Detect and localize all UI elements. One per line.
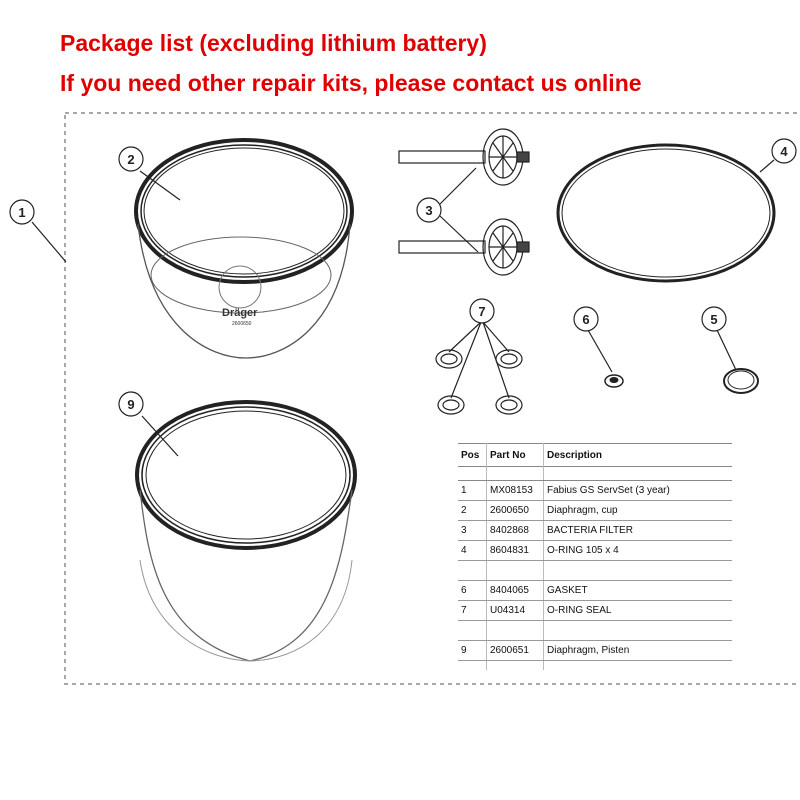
leader-lines [31,159,775,457]
table-row: 2 2600650 Diaphragm, cup [458,500,732,521]
diaphragm-cup-drawing [134,138,354,359]
cell-description: GASKET [543,580,732,601]
callout-4: 4 [771,138,797,164]
callout-3: 3 [416,197,442,223]
cell-description: Diaphragm, cup [543,500,732,521]
svg-text:3: 3 [425,203,432,218]
cell-pos: 6 [458,580,487,601]
cell-part-no: 2600651 [486,640,544,661]
cell-part-no: MX08153 [486,480,544,501]
cell-pos: 3 [458,520,487,541]
cell-description: BACTERIA FILTER [543,520,732,541]
table-header-row: Pos Part No Description [458,443,732,467]
o-ring-seal-drawing [435,349,523,415]
cell-description: Fabius GS ServSet (3 year) [543,480,732,501]
dashed-frame [64,112,800,685]
svg-text:5: 5 [710,312,717,327]
parts-table: Pos Part No Description 1 MX08153 Fabius… [458,443,732,670]
table-row: 6 8404065 GASKET [458,580,732,601]
table-row-empty [458,560,732,581]
cell-part-no: U04314 [486,600,544,621]
cell-description: Diaphragm, Pisten [543,640,732,661]
callout-1: 1 [9,199,35,225]
bacteria-filter-drawing [398,128,530,276]
cell-pos: 7 [458,600,487,621]
gasket-drawing [604,374,624,388]
svg-text:1: 1 [18,205,25,220]
cup-brand-text: Dräger [222,307,258,319]
seal-item-5-drawing [723,368,759,394]
table-row: 1 MX08153 Fabius GS ServSet (3 year) [458,480,732,501]
o-ring-105-drawing [556,143,776,283]
header-part-no: Part No [486,443,544,467]
svg-text:7: 7 [478,304,485,319]
cell-pos: 9 [458,640,487,661]
cell-pos: 2 [458,500,487,521]
cell-description: O-RING SEAL [543,600,732,621]
cell-pos: 1 [458,480,487,501]
svg-text:9: 9 [127,397,134,412]
table-row: 7 U04314 O-RING SEAL [458,600,732,621]
diaphragm-piston-drawing [135,400,357,662]
header-description: Description [543,443,732,467]
contact-heading: If you need other repair kits, please co… [60,70,642,96]
svg-text:6: 6 [582,312,589,327]
package-list-heading: Package list (excluding lithium battery) [60,30,487,56]
header-pos: Pos [461,449,480,461]
callout-7: 7 [469,298,495,324]
cell-description: O-RING 105 x 4 [543,540,732,561]
cell-part-no: 2600650 [486,500,544,521]
svg-text:2: 2 [127,152,134,167]
callout-2: 2 [118,146,144,172]
table-row-empty [458,620,732,641]
table-row: 3 8402868 BACTERIA FILTER [458,520,732,541]
svg-text:4: 4 [780,144,788,159]
callout-5: 5 [701,306,727,332]
cell-part-no: 8402868 [486,520,544,541]
table-row: 4 8604831 O-RING 105 x 4 [458,540,732,561]
table-row: 9 2600651 Diaphragm, Pisten [458,640,732,661]
cup-code-text: 2600650 [232,321,252,327]
cell-part-no: 8404065 [486,580,544,601]
callout-6: 6 [573,306,599,332]
cell-pos: 4 [458,540,487,561]
cell-part-no: 8604831 [486,540,544,561]
callout-9: 9 [118,391,144,417]
